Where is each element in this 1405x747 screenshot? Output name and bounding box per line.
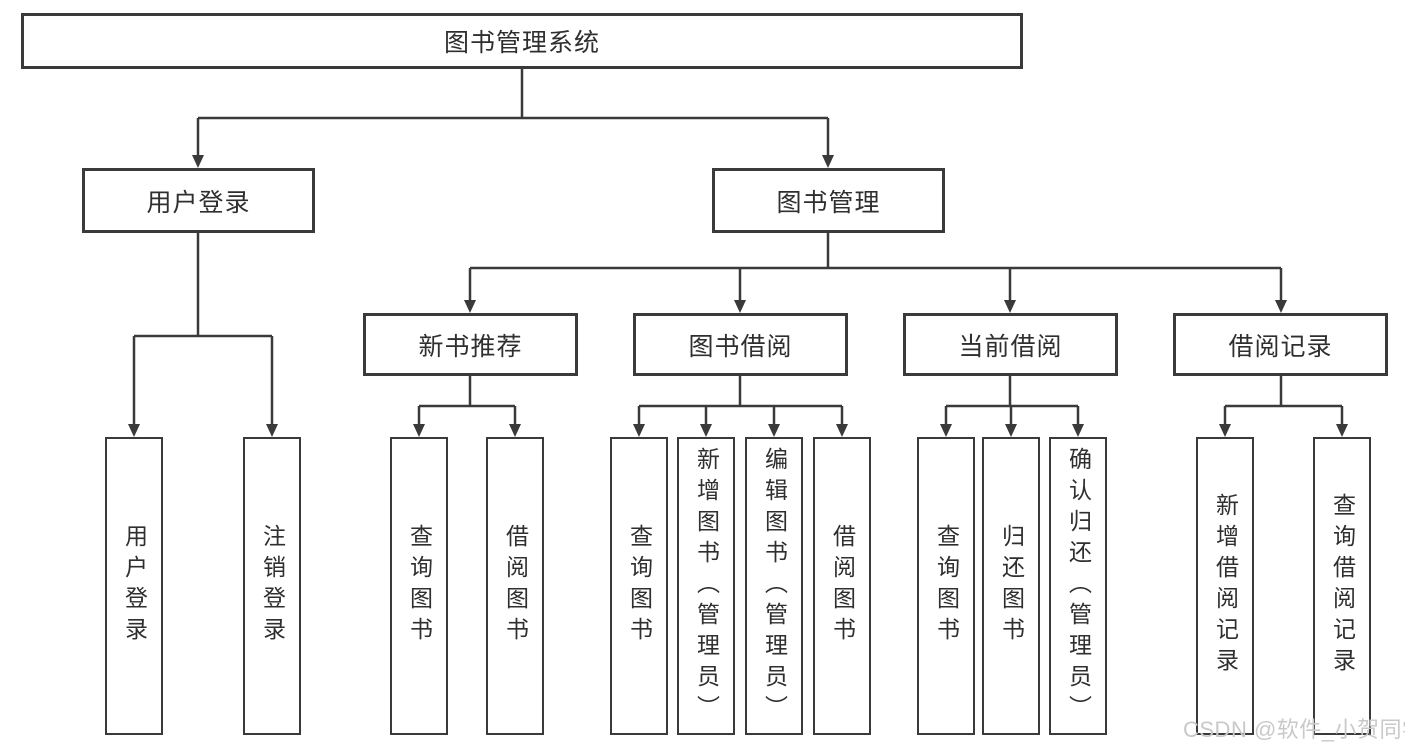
leaf-label: 确认归还（管理员）	[1065, 446, 1091, 726]
node-label: 新书推荐	[418, 333, 523, 361]
leaf-label: 查询图书	[626, 524, 652, 648]
node-current-borrow: 当前借阅	[903, 313, 1118, 376]
leaf-label: 归还图书	[998, 524, 1024, 648]
node-user-login: 用户登录	[82, 168, 315, 233]
leaf-borrow-book-2: 借阅图书	[813, 437, 871, 735]
node-book-management: 图书管理	[712, 168, 945, 233]
node-label: 当前借阅	[958, 333, 1063, 361]
node-borrow-record: 借阅记录	[1173, 313, 1388, 376]
leaf-label: 查询图书	[406, 524, 432, 648]
node-book-borrow: 图书借阅	[633, 313, 848, 376]
node-label: 借阅记录	[1228, 333, 1333, 361]
arrowheads	[128, 155, 1348, 437]
leaf-query-book-2: 查询图书	[610, 437, 668, 735]
leaf-logout: 注销登录	[243, 437, 301, 735]
node-label: 用户登录	[146, 189, 251, 217]
leaf-label: 注销登录	[259, 524, 285, 648]
leaf-query-borrow-record: 查询借阅记录	[1313, 437, 1371, 735]
csdn-watermark: CSDN @软件_小贺同学	[1183, 717, 1405, 742]
leaf-label: 新增图书（管理员）	[693, 446, 719, 726]
leaf-add-borrow-record: 新增借阅记录	[1196, 437, 1254, 735]
leaf-user-login: 用户登录	[105, 437, 163, 735]
leaf-return-book: 归还图书	[982, 437, 1040, 735]
leaf-label: 查询图书	[933, 524, 959, 648]
leaf-edit-book-admin: 编辑图书（管理员）	[745, 437, 803, 735]
leaf-label: 借阅图书	[502, 524, 528, 648]
leaf-label: 借阅图书	[829, 524, 855, 648]
node-label: 图书管理	[776, 189, 881, 217]
leaf-confirm-return-admin: 确认归还（管理员）	[1049, 437, 1107, 735]
leaf-label: 编辑图书（管理员）	[761, 446, 787, 726]
leaf-query-book-1: 查询图书	[390, 437, 448, 735]
leaf-borrow-book-1: 借阅图书	[486, 437, 544, 735]
leaf-add-book-admin: 新增图书（管理员）	[677, 437, 735, 735]
leaf-label: 查询借阅记录	[1329, 493, 1355, 679]
leaf-query-book-3: 查询图书	[917, 437, 975, 735]
leaf-label: 用户登录	[121, 524, 147, 648]
node-library-system: 图书管理系统	[21, 13, 1023, 69]
node-new-book-recommend: 新书推荐	[363, 313, 578, 376]
leaf-label: 新增借阅记录	[1212, 493, 1238, 679]
node-label: 图书借阅	[688, 333, 793, 361]
node-label: 图书管理系统	[443, 30, 600, 57]
